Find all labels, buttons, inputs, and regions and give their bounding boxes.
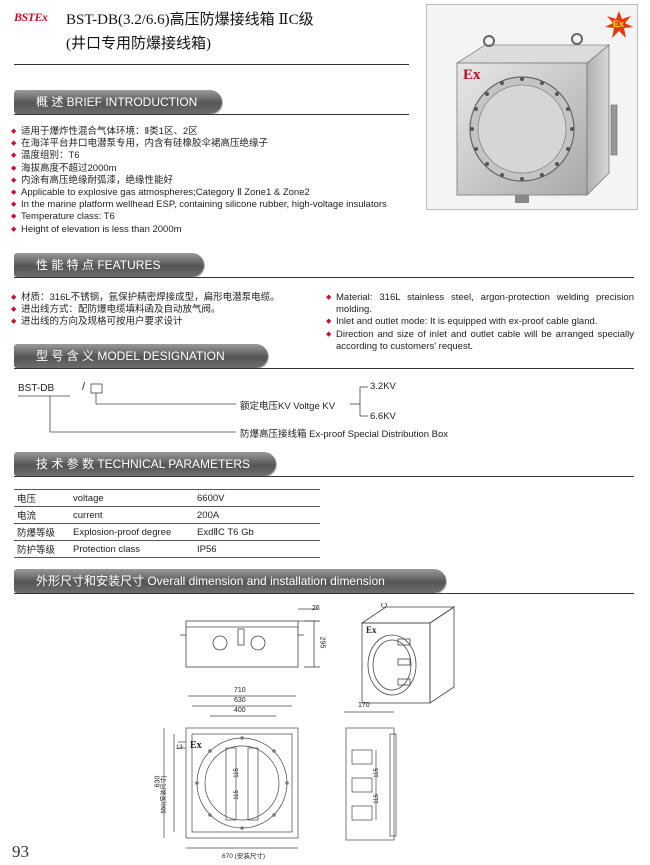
dim-label: 550(安装尺寸) xyxy=(161,775,168,814)
ex-badge-label: Ex xyxy=(613,19,625,29)
list-item: 进出线的方向及规格可按用户要求设计 xyxy=(11,316,311,328)
dim-label: 115 xyxy=(233,768,240,778)
top-view-drawing: 26 295 xyxy=(180,605,330,671)
list-item: 适用于爆炸性混合气体环境：Ⅱ类1区、2区 xyxy=(11,126,421,138)
list-item: Height of elevation is less than 2000m xyxy=(11,224,421,236)
list-item: 进出线方式：配防爆电缆填料函及自动放气阀。 xyxy=(11,304,311,316)
spec-value: ExdⅡC T6 Gb xyxy=(194,523,320,541)
section-brief-heading: 概 述 BRIEF INTRODUCTION xyxy=(14,90,222,114)
list-item: Material: 316L stainless steel, argon-pr… xyxy=(326,292,634,316)
dim-label: 26 xyxy=(312,605,320,612)
front-view-drawing: 710 630 400 13 Ex 630 550(安装尺寸) 115 115 … xyxy=(150,686,306,861)
list-item: In the marine platform wellhead ESP, con… xyxy=(11,199,421,211)
page-number: 93 xyxy=(12,842,29,861)
model-slash: / xyxy=(82,381,86,393)
spec-cn: 电流 xyxy=(14,506,70,524)
list-item: 在海洋平台井口电潜泵专用，内含有硅橡胶伞裙高压绝缘子 xyxy=(11,138,421,150)
section-technical-heading: 技 术 参 数 TECHNICAL PARAMETERS xyxy=(14,452,276,476)
model-diagram: BST-DB / 额定电压KV Voltge KV 3.2KV 6.6KV 防爆… xyxy=(14,375,514,443)
front-view-lines xyxy=(163,695,299,849)
list-item: 内涂有高压绝缘耐弧漆，绝缘性能好 xyxy=(11,175,421,187)
table-row: 电流 current 200A xyxy=(14,506,320,524)
section-divider xyxy=(14,114,409,115)
ex-mark: Ex xyxy=(366,625,377,635)
spec-en: voltage xyxy=(70,489,194,507)
section-divider xyxy=(14,277,634,278)
brand-logo: BSTEx xyxy=(14,10,48,24)
voltage-option: 3.2KV xyxy=(370,381,396,392)
voltage-option: 6.6KV xyxy=(370,411,396,422)
dim-label: 115 xyxy=(373,768,380,778)
spec-en: current xyxy=(70,506,194,524)
features-list-en: Material: 316L stainless steel, argon-pr… xyxy=(326,292,634,353)
title-divider xyxy=(14,64,409,65)
spec-cn: 防爆等级 xyxy=(14,523,70,541)
voltage-label: 额定电压KV Voltge KV xyxy=(240,401,336,412)
table-row: 防护等级 Protection class IP56 xyxy=(14,540,320,558)
section-model-heading: 型 号 含 义 MODEL DESIGNATION xyxy=(14,344,268,368)
list-item: 海拔高度不超过2000m xyxy=(11,163,421,175)
dim-label: 295 xyxy=(318,636,326,649)
dim-label: 170 xyxy=(358,702,370,709)
page-title: BST-DB(3.2/6.6)高压防爆接线箱 ⅡC级 xyxy=(66,12,314,28)
side-view-drawing: 170 115 115 xyxy=(336,700,402,850)
model-diagram-lines xyxy=(18,383,368,433)
ex-mark: Ex xyxy=(190,740,202,751)
spec-en: Explosion-proof degree xyxy=(70,523,194,541)
model-code: BST-DB xyxy=(18,383,55,394)
dim-label: 115 xyxy=(233,790,240,800)
dim-label: 115 xyxy=(373,794,380,804)
dim-label: 670 (安装尺寸) xyxy=(222,853,265,860)
section-divider xyxy=(14,593,634,594)
features-list-cn: 材质：316L不锈钢，氩保护精密焊接成型，扁形电潜泵电缆。 进出线方式：配防爆电… xyxy=(11,292,311,329)
iso-view-drawing: Ex xyxy=(358,602,458,707)
side-view-lines xyxy=(344,711,397,841)
top-view-lines xyxy=(180,608,320,668)
iso-view-lines xyxy=(360,602,456,704)
section-features-heading: 性 能 特 点 FEATURES xyxy=(14,253,204,277)
dim-label: 630 xyxy=(234,697,246,704)
starburst-icon xyxy=(605,11,633,38)
box-label: 防爆高压接线箱 Ex-proof Special Distribution Bo… xyxy=(240,429,449,440)
list-item: Applicable to explosive gas atmospheres;… xyxy=(11,187,421,199)
spec-en: Protection class xyxy=(70,540,194,558)
dim-label: 13 xyxy=(176,745,183,751)
section-divider xyxy=(14,368,634,369)
section-dimensions-heading: 外形尺寸和安装尺寸 Overall dimension and installa… xyxy=(14,569,446,593)
spec-table: 电压 voltage 6600V 电流 current 200A 防爆等级 Ex… xyxy=(14,489,320,558)
section-divider xyxy=(14,476,634,477)
dim-label: 710 xyxy=(234,687,246,694)
spec-cn: 电压 xyxy=(14,489,70,507)
spec-value: 6600V xyxy=(194,489,320,507)
list-item: Inlet and outlet mode: It is equipped wi… xyxy=(326,316,634,328)
brief-list: 适用于爆炸性混合气体环境：Ⅱ类1区、2区 在海洋平台井口电潜泵专用，内含有硅橡胶… xyxy=(11,126,421,236)
page-subtitle: (井口专用防爆接线箱) xyxy=(66,36,211,52)
list-item: Direction and size of inlet and outlet c… xyxy=(326,329,634,353)
ex-mark: Ex xyxy=(463,67,481,83)
spec-value: IP56 xyxy=(194,540,320,558)
list-item: 材质：316L不锈钢，氩保护精密焊接成型，扁形电潜泵电缆。 xyxy=(11,292,311,304)
ex-badge: Ex xyxy=(605,11,633,39)
product-photo: Ex Ex xyxy=(426,4,638,210)
junction-box-illustration xyxy=(455,33,618,203)
list-item: 温度组别：T6 xyxy=(11,150,421,162)
list-item: Temperature class: T6 xyxy=(11,211,421,223)
table-row: 电压 voltage 6600V xyxy=(14,489,320,507)
spec-cn: 防护等级 xyxy=(14,540,70,558)
spec-value: 200A xyxy=(194,506,320,524)
dim-label: 400 xyxy=(234,707,246,714)
table-row: 防爆等级 Explosion-proof degree ExdⅡC T6 Gb xyxy=(14,523,320,541)
